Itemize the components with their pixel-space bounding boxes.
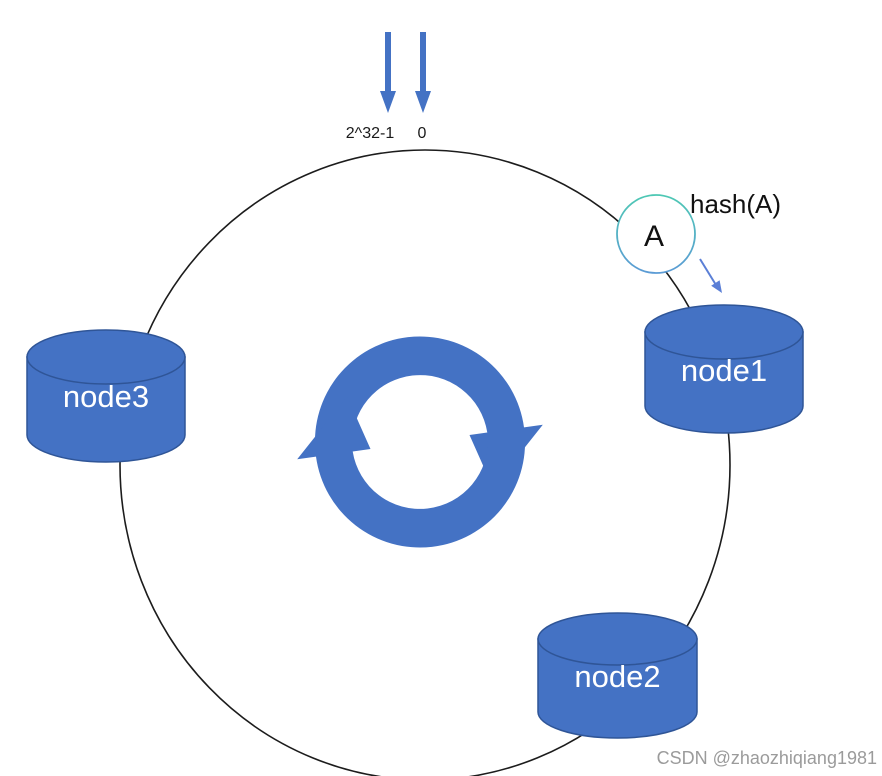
- node1-cylinder: node1: [644, 304, 804, 434]
- ring-max-label: 2^32-1: [346, 125, 395, 142]
- down-right-arrow-icon: [699, 258, 722, 293]
- key-a-label: A: [644, 220, 664, 253]
- cycle-arrow-top: [314, 336, 543, 488]
- ring-zero-label: 0: [418, 125, 427, 142]
- node3-cylinder: node3: [26, 329, 186, 463]
- node2-cylinder: node2: [537, 612, 698, 739]
- down-arrow-icon: [415, 32, 431, 113]
- key-a-circle: A: [616, 194, 696, 274]
- cycle-arrow-bottom: [297, 396, 526, 548]
- node3-label: node3: [63, 379, 149, 414]
- rotation-cycle-icon: [297, 336, 543, 548]
- hash-a-label: hash(A): [690, 189, 781, 219]
- down-arrow-icon: [380, 32, 396, 113]
- node2-label: node2: [574, 659, 660, 694]
- hash-ring: [119, 149, 731, 776]
- watermark: CSDN @zhaozhiqiang1981: [657, 748, 877, 768]
- node1-label: node1: [681, 353, 767, 388]
